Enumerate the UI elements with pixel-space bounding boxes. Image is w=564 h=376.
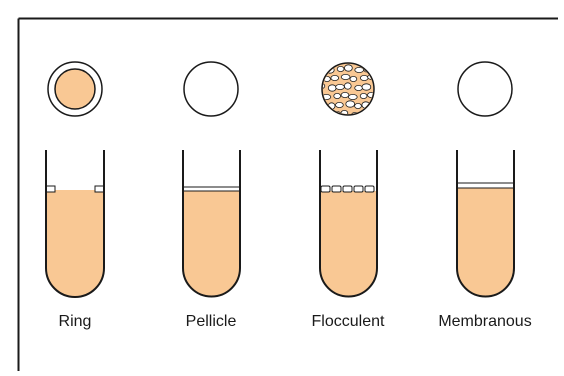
floc-flake-59 [335, 120, 342, 125]
floc-flake-12 [345, 65, 353, 71]
pellicle-tube [183, 150, 240, 297]
floc-flake-48 [381, 103, 388, 109]
flocculent-surface-particles [321, 186, 374, 192]
floc-flake-62 [365, 120, 372, 126]
membranous-tube-medium [457, 188, 514, 297]
floc-particle-1 [321, 186, 330, 192]
ring-deposit-left [46, 186, 55, 192]
flocculent-group [313, 56, 390, 296]
floc-flake-28 [344, 83, 351, 89]
floc-flake-31 [374, 83, 381, 88]
ring-top-view [48, 62, 102, 116]
membranous-top-view [458, 62, 512, 116]
flocculent-label: Flocculent [283, 313, 413, 331]
floc-particle-5 [365, 186, 374, 192]
floc-flake-32 [381, 85, 389, 91]
floc-flake-49 [315, 110, 322, 115]
pellicle-label: Pellicle [146, 313, 276, 331]
floc-flake-33 [315, 92, 323, 97]
floc-flake-64 [379, 121, 388, 127]
floc-flake-26 [328, 85, 336, 91]
floc-flake-22 [360, 75, 368, 80]
floc-flake-44 [346, 101, 355, 107]
ring-group [46, 62, 104, 297]
floc-flake-9 [318, 65, 326, 70]
membranous-tube [457, 150, 514, 297]
floc-flake-15 [371, 65, 379, 70]
floc-flake-43 [336, 102, 344, 107]
floc-flake-24 [376, 76, 383, 81]
floc-flake-55 [367, 110, 374, 115]
floc-particle-3 [343, 186, 352, 192]
ring-top-view-medium-circle [55, 69, 95, 109]
floc-flake-29 [355, 85, 363, 90]
floc-flake-37 [348, 94, 357, 99]
floc-flake-58 [327, 121, 336, 127]
floc-flake-63 [372, 119, 380, 124]
pellicle-top-view-circle [184, 62, 238, 116]
floc-flake-40 [378, 94, 387, 99]
membranous-surface-layer [457, 183, 514, 188]
floc-flake-60 [346, 119, 354, 125]
ring-label: Ring [10, 313, 140, 331]
floc-flake-21 [350, 76, 357, 81]
floc-flake-50 [322, 112, 330, 117]
floc-particle-2 [332, 186, 341, 192]
pellicle-group [183, 62, 240, 297]
floc-flake-17 [315, 74, 324, 79]
ring-tube-medium [46, 190, 104, 297]
floc-flake-47 [372, 101, 381, 106]
ring-deposit-right [95, 186, 104, 192]
pellicle-tube-medium [183, 190, 240, 297]
floc-flake-20 [341, 74, 350, 79]
membranous-top-view-circle [458, 62, 512, 116]
floc-flake-2 [324, 58, 332, 63]
floc-flake-3 [331, 57, 340, 62]
floc-flake-45 [355, 103, 362, 108]
floc-flake-19 [331, 75, 339, 80]
floc-flake-38 [360, 93, 367, 98]
floc-flake-7 [369, 56, 376, 61]
floc-particle-4 [354, 186, 363, 192]
floc-flake-16 [381, 67, 390, 73]
floc-flake-61 [353, 121, 362, 126]
floc-flake-27 [336, 84, 345, 89]
floc-flake-41 [316, 101, 325, 106]
flocculent-tube-medium [320, 191, 377, 297]
floc-flake-6 [357, 57, 366, 62]
floc-flake-56 [378, 112, 386, 117]
floc-flake-8 [377, 58, 385, 63]
flocculent-tube [320, 150, 377, 297]
floc-flake-35 [334, 93, 341, 98]
pellicle-top-view [184, 62, 238, 116]
floc-flake-30 [362, 84, 371, 90]
floc-flake-57 [319, 119, 327, 124]
floc-flake-36 [341, 92, 349, 97]
pellicle-surface-layer [183, 187, 240, 191]
floc-flake-4 [343, 56, 350, 61]
flocculent-top-view [313, 56, 390, 127]
ring-tube [46, 150, 104, 297]
membranous-group [457, 62, 514, 297]
floc-flake-11 [337, 66, 344, 71]
floc-flake-1 [313, 56, 320, 61]
membranous-label: Membranous [420, 313, 550, 331]
